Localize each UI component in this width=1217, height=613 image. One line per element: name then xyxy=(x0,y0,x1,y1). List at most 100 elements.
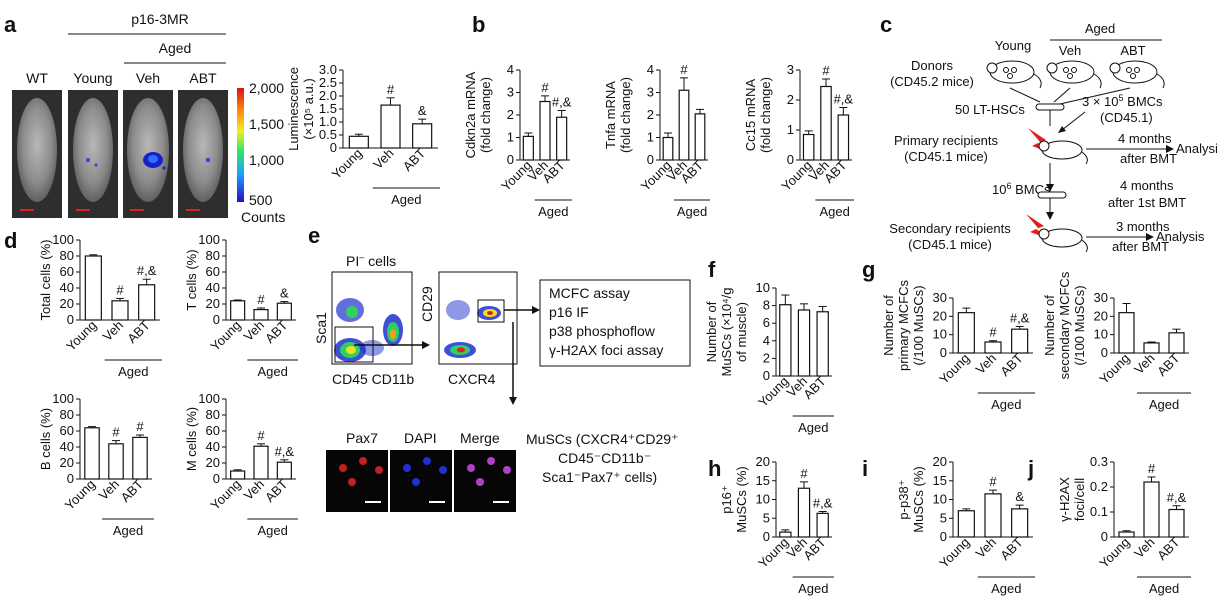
bar xyxy=(111,300,129,321)
abt-column-header: ABT xyxy=(1120,43,1145,58)
musc-definition: MuSCs (CXCR4⁺CD29⁺ xyxy=(526,431,678,447)
mouse-image-abt xyxy=(178,90,228,218)
y-axis-label: M cells (%) xyxy=(184,407,199,471)
y-tick-label: 1 xyxy=(647,130,654,145)
aged-column-header: Aged xyxy=(1085,21,1115,36)
group-label: Aged xyxy=(677,204,707,219)
significance-label: # xyxy=(116,282,124,297)
significance-label: #,& xyxy=(137,263,157,278)
y-tick-label: 3 xyxy=(647,85,654,100)
significance-label: # xyxy=(112,425,120,440)
y-axis-label: B cells (%) xyxy=(38,408,53,470)
significance-label: # xyxy=(800,466,808,481)
panel-letter-c: c xyxy=(880,12,892,37)
y-axis-label: (fold change) xyxy=(478,77,493,153)
group-label: Aged xyxy=(798,581,828,596)
y-axis-label: Total cells (%) xyxy=(38,240,53,321)
y-axis-label: (fold change) xyxy=(618,77,633,153)
y-tick-label: 40 xyxy=(60,280,74,295)
significance-label: # xyxy=(680,62,688,77)
bar xyxy=(380,104,401,149)
y-axis-label: Tnfa mRNA xyxy=(603,81,618,149)
y-axis-label: MuSCs (%) xyxy=(911,466,926,532)
panel-letter-h: h xyxy=(708,456,721,481)
panel-letter-e: e xyxy=(308,223,320,248)
group-label: Aged xyxy=(991,397,1021,412)
y-tick-label: 3 xyxy=(507,85,514,100)
significance-label: # xyxy=(136,419,144,434)
donor-mouse-icon xyxy=(1109,60,1165,89)
bar xyxy=(253,445,269,480)
mouse-label-abt: ABT xyxy=(189,70,217,86)
y-tick-label: 1 xyxy=(787,122,794,137)
bar xyxy=(802,133,815,161)
significance-label: #,& xyxy=(834,92,854,107)
y-axis-label: foci/cell xyxy=(1072,478,1087,521)
y-tick-label: 20 xyxy=(206,296,220,311)
bar xyxy=(957,312,975,354)
y-axis-label: Cdkn2a mRNA xyxy=(463,71,478,158)
mouse-label-veh: Veh xyxy=(136,70,160,86)
group-label: Aged xyxy=(991,581,1021,596)
category-label: ABT xyxy=(997,350,1026,379)
y-tick-label: 80 xyxy=(206,407,220,422)
y-tick-label: 100 xyxy=(198,232,220,247)
y-tick-label: 2.0 xyxy=(319,88,337,103)
bar xyxy=(662,136,674,161)
category-label: Veh xyxy=(100,318,126,344)
group-label: Aged xyxy=(1149,397,1179,412)
syringe-icon xyxy=(1035,103,1065,126)
significance-label: # xyxy=(989,474,997,489)
y-tick-label: 0 xyxy=(507,152,514,167)
y-tick-label: 2 xyxy=(507,107,514,122)
y-axis-label: MuSCs (%) xyxy=(734,466,749,532)
donors-label: Donors xyxy=(911,58,953,73)
bar xyxy=(132,436,148,480)
category-label: ABT xyxy=(124,317,153,346)
panel-letter-b: b xyxy=(472,12,485,37)
y-tick-label: 100 xyxy=(198,391,220,406)
y-tick-label: 15 xyxy=(756,473,770,488)
primary-interval: 4 months xyxy=(1118,131,1172,146)
group-label: Aged xyxy=(257,523,287,538)
y-tick-label: 4 xyxy=(647,62,654,77)
assay-item: γ-H2AX foci assay xyxy=(549,342,663,358)
group-label: Aged xyxy=(798,420,828,435)
primary-recipients-sublabel: (CD45.1 mice) xyxy=(904,149,988,164)
category-label: ABT xyxy=(400,145,429,174)
lightning-icon xyxy=(1026,214,1052,240)
y-tick-label: 40 xyxy=(206,280,220,295)
category-label: Veh xyxy=(973,351,999,377)
y-tick-label: 10 xyxy=(933,492,947,507)
significance-label: # xyxy=(989,325,997,340)
bar xyxy=(539,100,551,161)
y-tick-label: 2 xyxy=(647,107,654,122)
y-tick-label: 40 xyxy=(60,439,74,454)
category-label: ABT xyxy=(262,317,291,346)
flow-plot-cxcr4-cd29 xyxy=(438,271,518,365)
y-axis-label: (/100 MuSCs) xyxy=(1072,285,1087,365)
category-label: Veh xyxy=(1131,351,1157,377)
y-axis-label: T cells (%) xyxy=(184,249,199,310)
bar xyxy=(108,443,124,480)
y-tick-label: 60 xyxy=(60,264,74,279)
y-tick-label: 20 xyxy=(60,455,74,470)
y-tick-label: 80 xyxy=(206,248,220,263)
y-tick-label: 3 xyxy=(787,62,794,77)
y-axis-label: p16⁺ xyxy=(719,485,734,514)
pax7-image xyxy=(326,450,388,512)
y-tick-label: 0 xyxy=(940,345,947,360)
donors-sublabel: (CD45.2 mice) xyxy=(890,74,974,89)
bar xyxy=(816,512,829,538)
mouse-image-veh xyxy=(123,90,173,218)
y-axis-label: (fold change) xyxy=(758,77,773,153)
y-tick-label: 0 xyxy=(67,471,74,486)
bar xyxy=(816,311,829,377)
p16-3mr-header: p16-3MR xyxy=(131,11,189,27)
axis-cd29: CD29 xyxy=(419,286,435,322)
y-tick-label: 20 xyxy=(933,454,947,469)
